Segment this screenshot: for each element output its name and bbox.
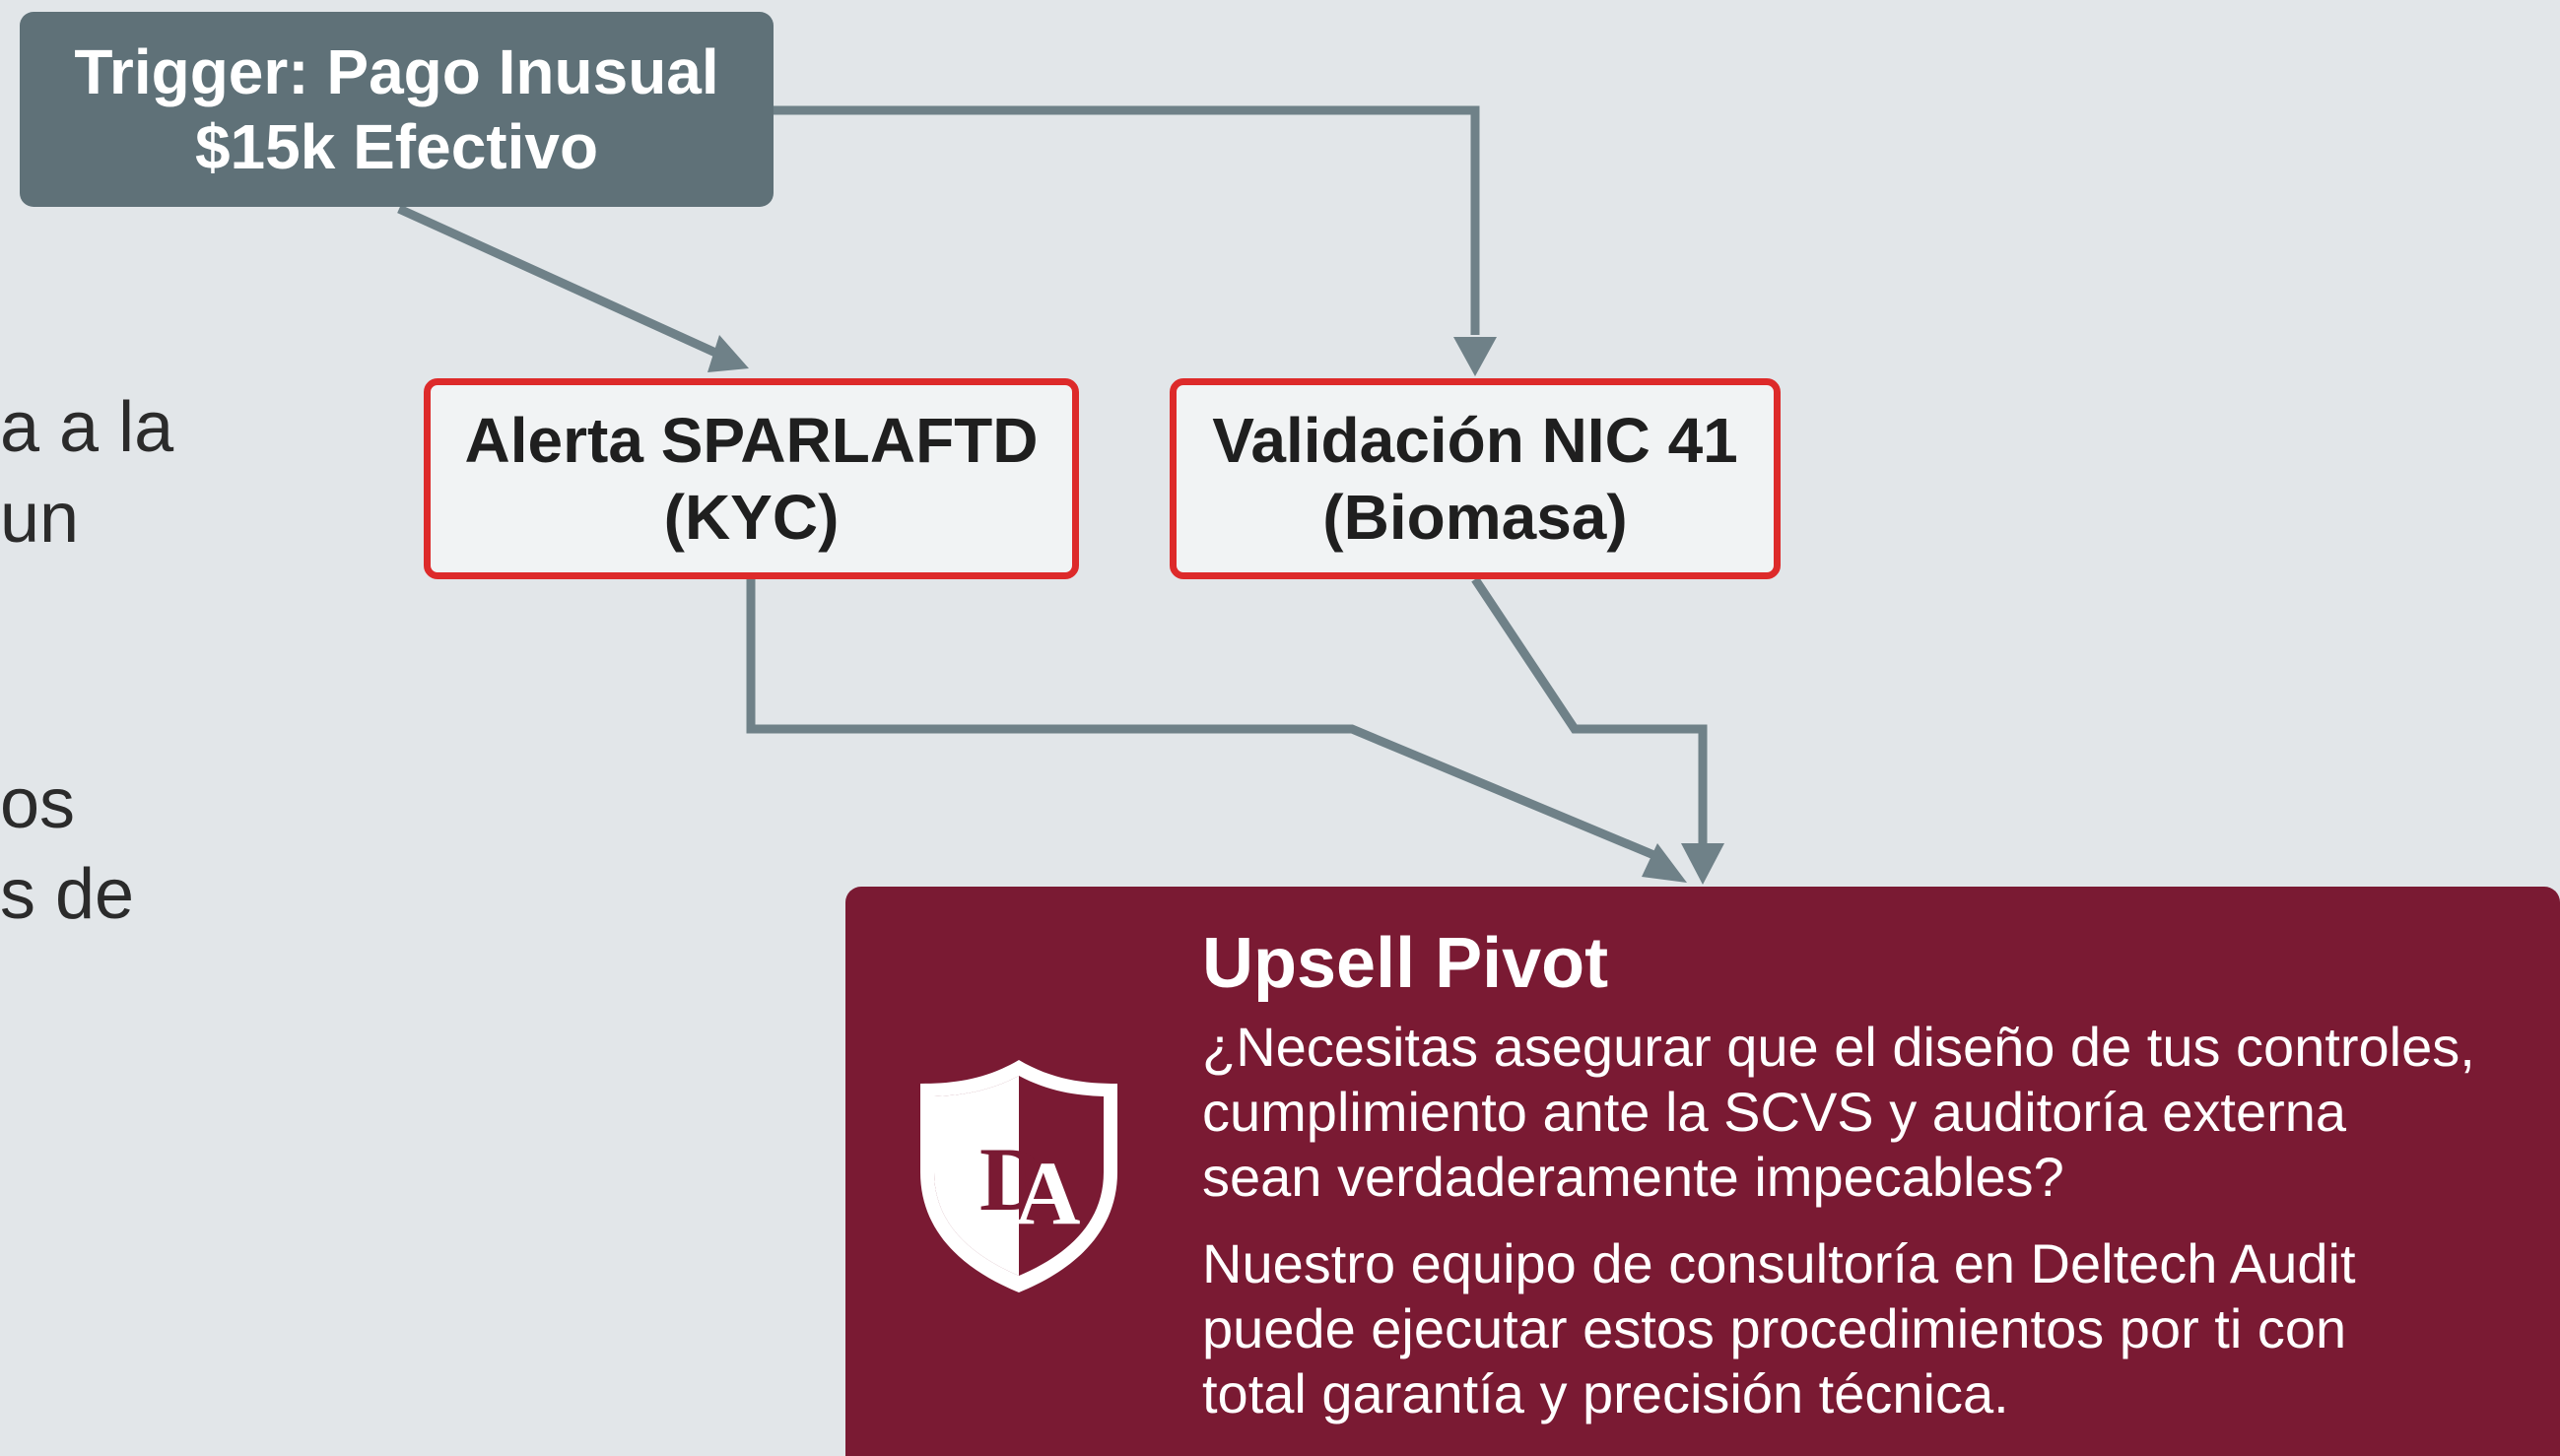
- shield-logo-icon: D A: [920, 1060, 1117, 1292]
- svg-text:A: A: [1015, 1143, 1080, 1243]
- trigger-line-1: Trigger: Pago Inusual: [74, 36, 719, 107]
- upsell-pivot-panel: D A Upsell Pivot ¿Necesitas asegurar que…: [845, 887, 2560, 1456]
- side-text-upper-line-1: a a la: [0, 388, 174, 467]
- upsell-p2-line-2: puede ejecutar estos procedimientos por …: [1202, 1297, 2347, 1359]
- upsell-p1-line-1: ¿Necesitas asegurar que el diseño de tus…: [1202, 1016, 2475, 1078]
- trigger-line-2: $15k Efectivo: [194, 111, 599, 182]
- svg-text:D: D: [979, 1129, 1044, 1229]
- connector-validation-to-pivot: [1471, 576, 1708, 845]
- validation-line-1: Validación NIC 41: [1212, 405, 1738, 476]
- upsell-body: ¿Necesitas asegurar que el diseño de tus…: [1202, 1015, 2521, 1426]
- validation-line-2: (Biomasa): [1322, 482, 1628, 553]
- upsell-title: Upsell Pivot: [1202, 924, 1609, 1003]
- alert-line-1: Alerta SPARLAFTD: [464, 405, 1039, 476]
- connector-alert-to-pivot: [746, 579, 1665, 864]
- upsell-paragraph-1: ¿Necesitas asegurar que el diseño de tus…: [1202, 1015, 2521, 1210]
- arrowhead-pivot-left: [1642, 843, 1687, 883]
- side-text-lower: os s de: [0, 759, 134, 940]
- arrowhead-validation: [1453, 337, 1497, 376]
- connector-trigger-to-validation: [774, 105, 1480, 335]
- arrowhead-pivot-right: [1681, 843, 1724, 885]
- side-text-upper: a a la un: [0, 382, 173, 563]
- upsell-p1-line-3: sean verdaderamente impecables?: [1202, 1146, 2064, 1208]
- connector-trigger-to-alert: [397, 204, 726, 362]
- alert-node: Alerta SPARLAFTD (KYC): [424, 378, 1079, 579]
- upsell-p2-line-3: total garantía y precisión técnica.: [1202, 1362, 2009, 1424]
- upsell-p2-line-1: Nuestro equipo de consultoría en Deltech…: [1202, 1232, 2356, 1294]
- arrowhead-alert: [707, 335, 749, 372]
- upsell-p1-line-2: cumplimiento ante la SCVS y auditoría ex…: [1202, 1081, 2347, 1143]
- upsell-paragraph-2: Nuestro equipo de consultoría en Deltech…: [1202, 1231, 2521, 1426]
- side-text-lower-line-2: s de: [0, 855, 135, 934]
- alert-line-2: (KYC): [663, 482, 840, 553]
- side-text-upper-line-2: un: [0, 479, 80, 558]
- upsell-content: Upsell Pivot ¿Necesitas asegurar que el …: [1202, 920, 2521, 1448]
- trigger-node: Trigger: Pago Inusual $15k Efectivo: [20, 12, 774, 207]
- validation-node: Validación NIC 41 (Biomasa): [1170, 378, 1781, 579]
- side-text-lower-line-1: os: [0, 764, 76, 843]
